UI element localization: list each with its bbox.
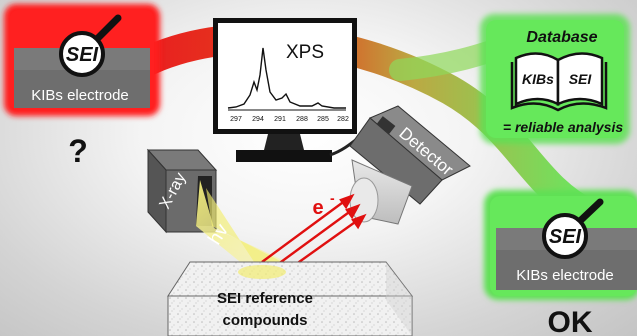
database-caption: = reliable analysis [503, 119, 623, 135]
xps-monitor: XPS 297 294 291 288 285 282 [213, 18, 357, 162]
electrode-label-left: KIBs electrode [31, 87, 129, 104]
electron-superscript: - [330, 190, 335, 206]
monitor-screen [218, 23, 352, 129]
detector: Detector [349, 105, 471, 225]
sample-label-line2: compounds [223, 312, 308, 329]
ok-status: OK [548, 306, 593, 336]
right-electrode-panel: SEI KIBs electrode [484, 190, 637, 300]
xps-tick: 297 [230, 116, 242, 123]
xps-tick: 294 [252, 116, 264, 123]
electrode-label-right: KIBs electrode [516, 267, 614, 284]
xps-title: XPS [286, 42, 324, 63]
beam-spot [238, 265, 286, 279]
sample-label-line1: SEI reference [217, 290, 313, 307]
xps-spectrum [227, 47, 346, 109]
sei-label-right: SEI [549, 226, 582, 248]
database-title: Database [526, 29, 597, 46]
left-electrode-panel: SEI KIBs electrode [4, 4, 160, 116]
xps-axis-ticks: 297 294 291 288 285 282 [230, 116, 349, 123]
book-label-left: KIBs [522, 71, 554, 87]
xps-tick: 291 [274, 116, 286, 123]
sei-label-left: SEI [66, 44, 99, 66]
magnifier-icon [59, 14, 122, 77]
book-label-right: SEI [569, 71, 593, 87]
xps-tick: 288 [296, 116, 308, 123]
question-mark: ? [68, 133, 88, 169]
xray-beam-core [206, 188, 290, 268]
xps-tick: 282 [337, 116, 349, 123]
monitor-base [236, 150, 332, 162]
xps-tick: 285 [317, 116, 329, 123]
database-panel: Database KIBs SEI = reliable analysis [480, 14, 630, 144]
electron-label: e [312, 197, 323, 219]
book-icon [510, 52, 608, 112]
sample-block: SEI reference compounds [167, 261, 414, 336]
magnifier-icon [542, 198, 604, 259]
